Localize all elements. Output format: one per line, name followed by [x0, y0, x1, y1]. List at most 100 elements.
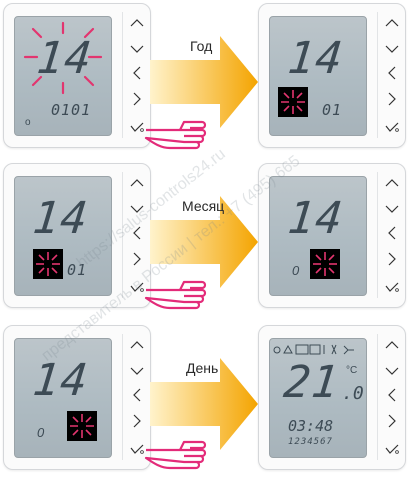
- flash-rays-icon: [281, 90, 305, 114]
- up-button[interactable]: [385, 16, 399, 30]
- ok-button[interactable]: [385, 280, 399, 294]
- chevron-left-icon: [388, 388, 396, 402]
- lcd-screen: 14 01: [14, 176, 112, 296]
- flash-rays-icon: [313, 252, 337, 276]
- date-digits: 0101: [51, 101, 92, 119]
- down-button[interactable]: [130, 42, 144, 56]
- date-digits: 01: [67, 261, 88, 279]
- check-icon: [385, 122, 399, 132]
- step-arrow-icon: [150, 196, 258, 288]
- blinking-field: [33, 249, 63, 279]
- chevron-up-icon: [130, 341, 144, 349]
- lcd-screen: 14 01: [269, 16, 367, 136]
- check-icon: [385, 444, 399, 454]
- chevron-right-icon: [388, 92, 396, 106]
- up-button[interactable]: [130, 176, 144, 190]
- chevron-up-icon: [385, 341, 399, 349]
- blinking-field: [67, 411, 97, 441]
- temperature-unit: °C: [346, 365, 358, 376]
- left-button[interactable]: [385, 66, 399, 80]
- left-button[interactable]: [130, 388, 144, 402]
- thermostat-month-before: 14 01: [3, 163, 151, 308]
- year-digits: 14: [285, 33, 346, 84]
- zero-digit: 0: [292, 263, 300, 278]
- step-label-month: Месяц: [182, 198, 225, 214]
- flash-rays-icon: [23, 21, 103, 95]
- ok-button[interactable]: [130, 280, 144, 294]
- up-button[interactable]: [385, 176, 399, 190]
- chevron-right-icon: [388, 414, 396, 428]
- thermostat-month-after: 14 0: [258, 163, 406, 308]
- lcd-screen: 21 °C .0 03:48 1234567: [269, 338, 367, 458]
- down-button[interactable]: [385, 364, 399, 378]
- check-icon: [385, 282, 399, 292]
- right-button[interactable]: [385, 252, 399, 266]
- step-label-day: День: [186, 360, 219, 376]
- down-button[interactable]: [130, 364, 144, 378]
- ok-button[interactable]: [385, 442, 399, 456]
- clock-time: 03:48: [288, 417, 334, 435]
- temperature-decimal: .0: [342, 383, 364, 404]
- chevron-down-icon: [130, 45, 144, 53]
- up-button[interactable]: [385, 338, 399, 352]
- step-arrow-icon: [150, 36, 258, 128]
- chevron-left-icon: [133, 66, 141, 80]
- blinking-field: [278, 87, 308, 117]
- chevron-up-icon: [130, 19, 144, 27]
- chevron-right-icon: [133, 414, 141, 428]
- left-button[interactable]: [385, 388, 399, 402]
- lcd-screen: 14 0101 o: [14, 16, 112, 136]
- check-icon: [130, 122, 144, 132]
- ok-button[interactable]: [130, 120, 144, 134]
- chevron-left-icon: [388, 66, 396, 80]
- down-button[interactable]: [385, 42, 399, 56]
- date-digits: 01: [322, 101, 343, 119]
- ok-button[interactable]: [130, 442, 144, 456]
- lcd-screen: 14 0: [269, 176, 367, 296]
- lcd-screen: 14 0: [14, 338, 112, 458]
- right-button[interactable]: [130, 252, 144, 266]
- chevron-right-icon: [133, 252, 141, 266]
- chevron-down-icon: [130, 205, 144, 213]
- chevron-left-icon: [133, 226, 141, 240]
- pointing-hand-icon: [144, 280, 207, 310]
- pointing-hand-icon: [144, 440, 207, 470]
- check-icon: [130, 444, 144, 454]
- step-label-year: Год: [190, 38, 213, 54]
- left-button[interactable]: [130, 66, 144, 80]
- right-button[interactable]: [130, 92, 144, 106]
- chevron-down-icon: [385, 205, 399, 213]
- chevron-up-icon: [385, 179, 399, 187]
- right-button[interactable]: [385, 414, 399, 428]
- thermostat-day-after: 21 °C .0 03:48 1234567: [258, 325, 406, 470]
- ok-button[interactable]: [385, 120, 399, 134]
- down-button[interactable]: [130, 202, 144, 216]
- chevron-right-icon: [388, 252, 396, 266]
- up-button[interactable]: [130, 338, 144, 352]
- flash-rays-icon: [70, 414, 94, 438]
- year-digits: 14: [30, 193, 91, 244]
- thermostat-day-before: 14 0: [3, 325, 151, 470]
- right-button[interactable]: [385, 92, 399, 106]
- divider: [122, 12, 123, 138]
- year-digits: 14: [34, 33, 95, 84]
- status-dot: o: [25, 117, 31, 128]
- right-button[interactable]: [130, 414, 144, 428]
- weekday-digits: 1234567: [288, 437, 333, 447]
- chevron-down-icon: [130, 367, 144, 375]
- year-digits: 14: [30, 355, 91, 406]
- left-button[interactable]: [385, 226, 399, 240]
- divider: [377, 172, 378, 298]
- left-button[interactable]: [130, 226, 144, 240]
- flash-rays-icon: [36, 252, 60, 276]
- chevron-left-icon: [388, 226, 396, 240]
- up-button[interactable]: [130, 16, 144, 30]
- chevron-right-icon: [133, 92, 141, 106]
- chevron-up-icon: [385, 19, 399, 27]
- year-digits: 14: [285, 193, 346, 244]
- zero-digit: 0: [37, 425, 45, 440]
- divider: [377, 334, 378, 460]
- down-button[interactable]: [385, 202, 399, 216]
- pointing-hand-icon: [144, 120, 207, 150]
- temperature-digits: 21: [281, 357, 342, 408]
